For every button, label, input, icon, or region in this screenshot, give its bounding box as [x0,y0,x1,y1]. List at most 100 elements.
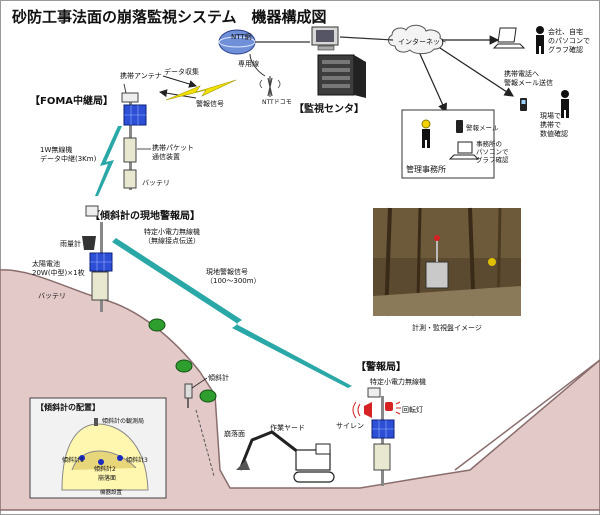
packet-device-icon [123,137,137,163]
site-alarm-signal-line2: （100～300m） [206,277,261,285]
person-icon [536,26,544,54]
battery-icon [123,169,137,189]
solar-cell-line2: 20W(中型)×1枚 [32,268,85,277]
onsite-mobile-line3: 数値確認 [540,129,568,138]
wireless-1w-label: 1W無線機 データ中継(3Km) [40,145,97,163]
office-pc-line3: グラフ確認 [476,155,509,164]
monitoring-server-icon [317,54,366,98]
low-power-radio-line1: 特定小電力無線機 [144,227,200,236]
onsite-mobile-line1: 現場で [540,111,561,120]
rain-gauge-label: 雨量計 [60,239,81,248]
office-pc-label: 事務所の パソコンで グラフ確認 [476,139,511,164]
office-pc-line2: パソコンで [476,148,509,156]
onsite-mobile-line2: 携帯で [540,120,561,129]
internet-label: インターネット [398,37,447,46]
wireless-1w-line1: 1W無線機 [40,145,72,154]
mobile-phone-icon [520,98,527,111]
tree-icon [175,359,193,373]
inset-collapse-label: 崩落面 [98,474,116,482]
alarm-controller-icon [373,443,391,471]
excavator-icon [236,430,335,483]
inset-sensor3-label: 傾斜計3 [126,456,148,464]
collapse-surface-label: 崩落面 [224,429,245,438]
foma-relay-pole [121,83,147,190]
monitoring-center-label: 【監視センタ】 [294,102,364,115]
mobile-packet-line1: 携帯パケット [152,143,194,152]
inset-observation-label: 傾斜計の観測局 [102,417,144,425]
dedicated-line-label: 専用線 [238,59,259,68]
inset-sensor2-dot [98,459,104,465]
alarm-antenna-icon [367,387,381,398]
mobile-alert-line1: 携帯電話へ [504,69,539,78]
alarm-radio-label: 特定小電力無線機 [370,377,426,386]
ntt-network-label: NTT網 [231,32,252,41]
management-office-label: 管理事務所 [406,164,446,174]
solar-cell-label: 太陽電池 20W(中型)×1枚 [32,259,85,277]
company-home-line1: 会社、自宅 [548,27,583,36]
inset-placement-box: 【傾斜計の配置】 傾斜計の観測局 傾斜計1 傾斜計2 傾斜計3 崩落面 機器設置 [29,397,167,499]
alarm-signal-label: 警報信号 [196,99,224,108]
site-alarm-signal-line1: 現地警報信号 [206,267,248,276]
low-power-radio-line2: （無線接点伝送） [144,236,200,245]
mobile-phone-icon [456,120,463,133]
site-station-pole [85,205,113,312]
solar-cell-line1: 太陽電池 [32,259,60,268]
alarm-station-label: 【警報局】 [356,360,406,373]
laptop-icon [492,27,526,49]
tree-icon [148,318,166,332]
inset-title: 【傾斜計の配置】 [36,402,100,412]
ntt-docomo-antenna-icon [259,76,281,97]
site-controller-icon [91,271,109,301]
mobile-alert-line2: 警報メール送信 [504,78,553,87]
office-pc-line1: 事務所の [476,139,502,148]
mobile-alert-label: 携帯電話へ 警報メール送信 [504,69,553,87]
site-antenna-icon [85,205,99,217]
site-photo [373,207,521,317]
inset-base-label: 機器設置 [100,488,123,496]
site-battery-label: バッテリ [38,292,66,300]
work-yard-label: 作業ヤード [270,423,305,432]
wireless-link-site [112,238,352,388]
inset-sensor3-dot [117,455,123,461]
company-home-label: 会社、自宅 のパソコンで グラフ確認 [548,27,592,54]
antenna-box-icon [121,92,139,103]
inclinometer-label: 傾斜計 [208,373,229,382]
inset-sensor1-dot [79,455,85,461]
company-home-line2: のパソコンで [548,37,590,45]
rotating-light-icon [385,401,401,415]
alarm-station-pole [352,387,401,486]
data-collection-label: データ収集 [164,67,199,76]
siren-label: サイレン [336,422,364,430]
inset-sensor1-label: 傾斜計1 [62,456,84,464]
wireless-link-yellow [165,79,237,101]
company-home-line3: グラフ確認 [548,45,583,54]
siren-icon [352,401,372,419]
mobile-antenna-label: 携帯アンテナ [120,71,162,80]
onsite-mobile-label: 現場で 携帯で 数値確認 [540,111,568,138]
rotating-light-label: 回転灯 [402,405,423,414]
photo-caption: 計測・監視盤イメージ [412,323,482,332]
monitor-computer-icon [311,26,339,51]
internet-cloud-icon: インターネット [387,24,447,55]
ntt-docomo-label: NTTドコモ [262,99,292,106]
person-icon [561,90,569,118]
management-office-box: 警報メール 事務所の パソコンで グラフ確認 管理事務所 [401,109,511,179]
tree-icon [199,389,217,403]
foma-relay-label: 【FOMA中継局】 [30,94,113,107]
wireless-link-relay [95,126,122,196]
inclinometer-sensor-icon [184,383,193,408]
inclinometer-station-label: 【傾斜計の現地警報局】 [90,209,200,222]
mobile-packet-label: 携帯パケット 通信装置 [152,143,196,161]
mobile-packet-line2: 通信装置 [152,152,180,161]
rain-gauge-icon [82,236,96,250]
wireless-1w-line2: データ中継(3Km) [40,154,97,163]
alarm-mail-label: 警報メール [466,123,499,132]
relay-battery-label: バッテリ [142,179,170,187]
inset-sensor2-label: 傾斜計2 [94,465,116,473]
site-alarm-signal-label: 現地警報信号 （100～300m） [206,267,261,285]
laptop-icon [448,141,480,160]
ntt-network-globe: NTT網 [218,29,256,55]
diagram-title: 砂防工事法面の崩落監視システム 機器構成図 [12,8,327,26]
